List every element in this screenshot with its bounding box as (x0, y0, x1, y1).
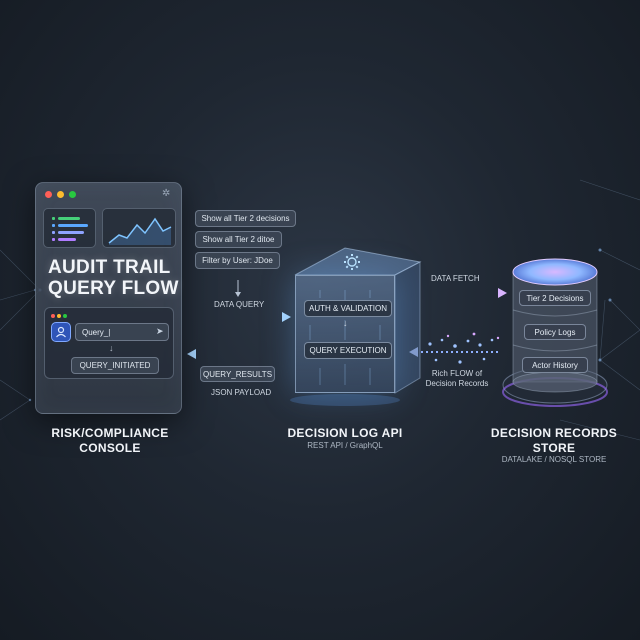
suggestion-chip[interactable]: Show all Tier 2 ditoe (195, 231, 282, 248)
window-close-dot[interactable] (45, 191, 52, 198)
query-execution-chip: QUERY EXECUTION (304, 342, 392, 359)
query-input-text: Query_| (82, 328, 111, 337)
console-title: AUDIT TRAIL QUERY FLOW (48, 257, 179, 299)
data-fetch-label: DATA FETCH (431, 274, 480, 283)
store-item: Actor History (522, 357, 588, 373)
query-initiated-status: QUERY_INITIATED (71, 357, 159, 374)
store-heading: DECISION RECORDS STORE (490, 426, 618, 455)
console-heading: RISK/COMPLIANCE CONSOLE (51, 426, 169, 455)
store-subheading: DATALAKE / NOSQL STORE (501, 455, 607, 464)
down-arrow-icon: ↓ (343, 318, 348, 328)
api-subheading: REST API / GraphQL (307, 441, 383, 450)
store-item: Tier 2 Decisions (519, 290, 591, 306)
data-query-label: DATA QUERY (214, 300, 265, 309)
send-icon[interactable]: ➤ (156, 326, 164, 336)
line-chart-icon (108, 217, 172, 245)
risk-compliance-console: ✲ AUDIT TRAIL QUERY FLOW Query_| ➤ ↓ QUE… (35, 182, 182, 414)
query-input[interactable]: Query_| ➤ (75, 323, 169, 341)
rich-flow-label: Rich FLOW of Decision Records (425, 369, 489, 388)
settings-icon[interactable]: ✲ (162, 188, 171, 199)
window-minimize-dot[interactable] (57, 191, 64, 198)
store-item: Policy Logs (524, 324, 586, 340)
gear-icon (344, 254, 360, 270)
down-arrow-icon: ↓ (109, 343, 114, 353)
chart-widget (102, 208, 176, 248)
window-maximize-dot[interactable] (69, 191, 76, 198)
list-widget (43, 208, 96, 248)
query-results-badge: QUERY_RESULTS (200, 366, 275, 382)
auth-validation-chip: AUTH & VALIDATION (304, 300, 392, 317)
json-payload-label: JSON PAYLOAD (211, 388, 272, 397)
api-heading: DECISION LOG API (287, 426, 403, 440)
decision-log-api-cube (295, 275, 395, 393)
query-panel: Query_| ➤ ↓ QUERY_INITIATED (44, 307, 174, 379)
suggestion-chip[interactable]: Filter by User: JDoe (195, 252, 280, 269)
suggestion-chip[interactable]: Show all Tier 2 decisions (195, 210, 296, 227)
user-avatar-icon[interactable] (51, 322, 71, 342)
